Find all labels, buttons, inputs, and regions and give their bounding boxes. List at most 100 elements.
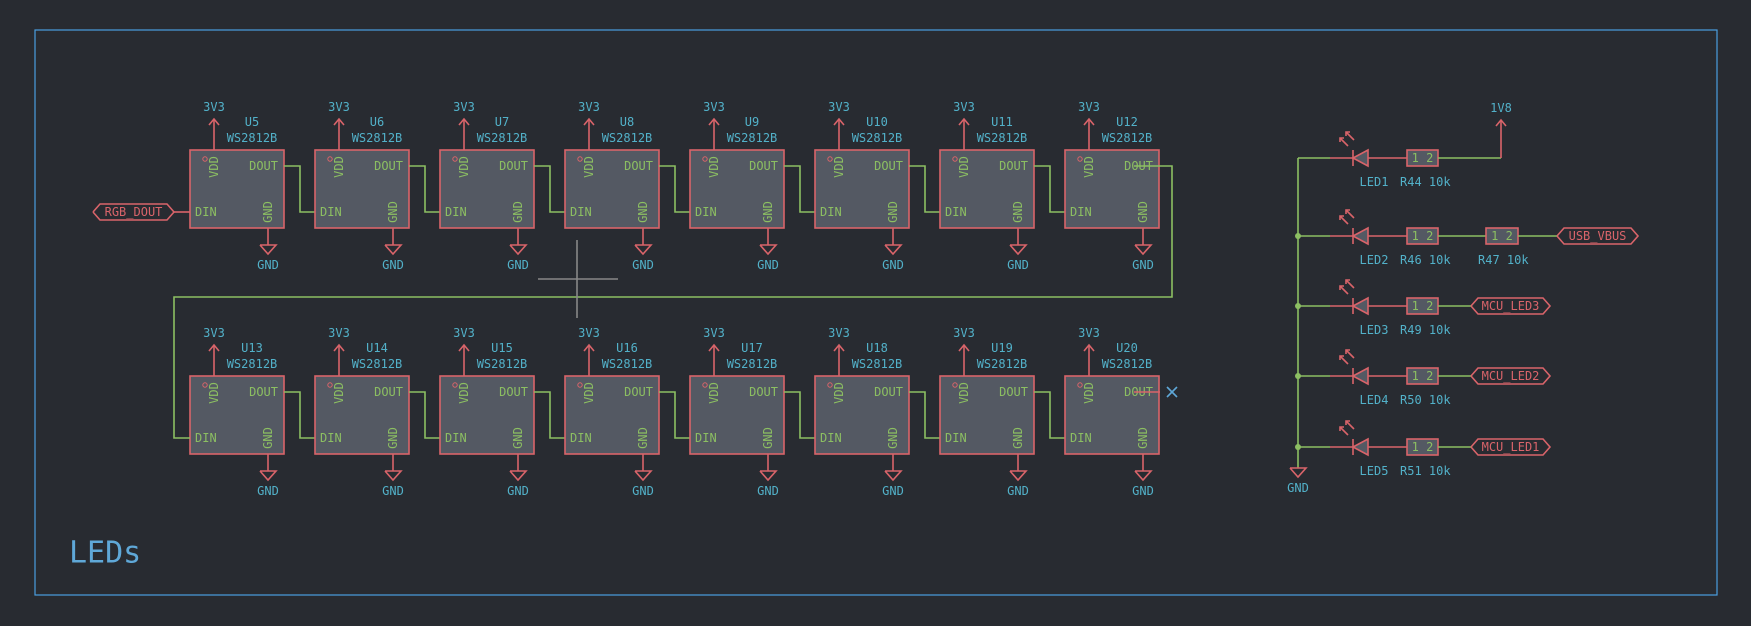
component-ref: U7 <box>495 115 509 129</box>
resistor-ref: R47 10k <box>1478 253 1529 267</box>
pin-dout: DOUT <box>374 159 403 173</box>
power-label: 3V3 <box>953 100 975 114</box>
emission-arrowhead-icon <box>1339 426 1344 431</box>
net-label-text: USB_VBUS <box>1569 229 1627 243</box>
pin-gnd: GND <box>886 427 900 449</box>
component-body[interactable] <box>439 149 535 229</box>
power-label: 3V3 <box>1078 326 1100 340</box>
power-arrow-icon <box>333 343 345 352</box>
no-connect-icon <box>1166 386 1178 398</box>
pin-gnd: GND <box>1136 201 1150 223</box>
gnd-triangle-icon <box>384 244 403 256</box>
resistor-pins: 1 2 <box>1491 229 1513 243</box>
gnd-symbol: GND <box>1287 467 1309 495</box>
component-body[interactable] <box>939 375 1035 455</box>
status-led-led3[interactable]: LED3 <box>1330 279 1407 337</box>
component-body[interactable] <box>564 149 660 229</box>
component-body[interactable] <box>689 149 785 229</box>
power-arrow-icon <box>1083 343 1095 352</box>
component-body[interactable] <box>189 149 285 229</box>
pin-vdd: VDD <box>832 382 846 404</box>
component-body[interactable] <box>564 375 660 455</box>
net-label-usb-vbus[interactable]: USB_VBUS <box>1556 227 1640 245</box>
component-ref: U5 <box>245 115 259 129</box>
component-body[interactable] <box>189 375 285 455</box>
component-body[interactable] <box>314 149 410 229</box>
component-body[interactable] <box>1064 149 1160 229</box>
gnd-symbol: GND <box>382 228 404 272</box>
gnd-label: GND <box>507 258 529 272</box>
component-body[interactable] <box>814 149 910 229</box>
pin-vdd: VDD <box>332 382 346 404</box>
gnd-symbol: GND <box>882 454 904 498</box>
pin-vdd: VDD <box>957 156 971 178</box>
power-label: 3V3 <box>703 100 725 114</box>
wire <box>909 391 940 439</box>
net-label-mcu-led3[interactable]: MCU_LED3 <box>1470 297 1552 315</box>
led-diode-icon <box>1351 148 1369 168</box>
resistor-ref: R51 10k <box>1400 464 1451 478</box>
emission-arrowhead-icon <box>1345 131 1350 136</box>
wire <box>534 165 565 213</box>
component-body[interactable] <box>689 375 785 455</box>
component-body[interactable] <box>939 149 1035 229</box>
net-label-mcu-led1[interactable]: MCU_LED1 <box>1470 438 1552 456</box>
gnd-symbol: GND <box>1132 228 1154 272</box>
gnd-label: GND <box>257 258 279 272</box>
resistor-pins: 1 2 <box>1412 369 1434 383</box>
status-led-led1[interactable]: LED1 <box>1330 131 1407 189</box>
resistor-r47[interactable]: 1 2 R47 10k <box>1478 227 1529 267</box>
power-arrow-icon <box>708 117 720 126</box>
component-ref: U11 <box>991 115 1013 129</box>
net-label-mcu-led2[interactable]: MCU_LED2 <box>1470 367 1552 385</box>
component-body[interactable] <box>814 375 910 455</box>
gnd-symbol: GND <box>257 228 279 272</box>
pin-din: DIN <box>445 205 467 219</box>
net-label-rgb-dout[interactable]: RGB_DOUT <box>92 203 176 221</box>
emission-arrowhead-icon <box>1345 209 1350 214</box>
gnd-symbol: GND <box>757 454 779 498</box>
pin-gnd: GND <box>761 427 775 449</box>
gnd-symbol: GND <box>882 228 904 272</box>
component-ref: U20 <box>1116 341 1138 355</box>
component-body[interactable] <box>439 375 535 455</box>
status-led-led2[interactable]: LED2 <box>1330 209 1407 267</box>
power-symbol-v33: 3V3 <box>453 100 475 150</box>
pin-dot-icon <box>327 382 333 388</box>
gnd-triangle-icon <box>259 470 278 482</box>
junction-dot <box>1295 233 1301 239</box>
status-led-led5[interactable]: LED5 <box>1330 420 1407 478</box>
gnd-symbol: GND <box>507 228 529 272</box>
pin-vdd: VDD <box>832 156 846 178</box>
status-led-led4[interactable]: LED4 <box>1330 349 1407 407</box>
component-value: WS2812B <box>352 357 403 371</box>
component-body[interactable] <box>1064 375 1160 455</box>
gnd-label: GND <box>1132 484 1154 498</box>
pin-dout: DOUT <box>624 159 653 173</box>
component-body[interactable] <box>314 375 410 455</box>
net-label-text: MCU_LED1 <box>1482 440 1540 454</box>
